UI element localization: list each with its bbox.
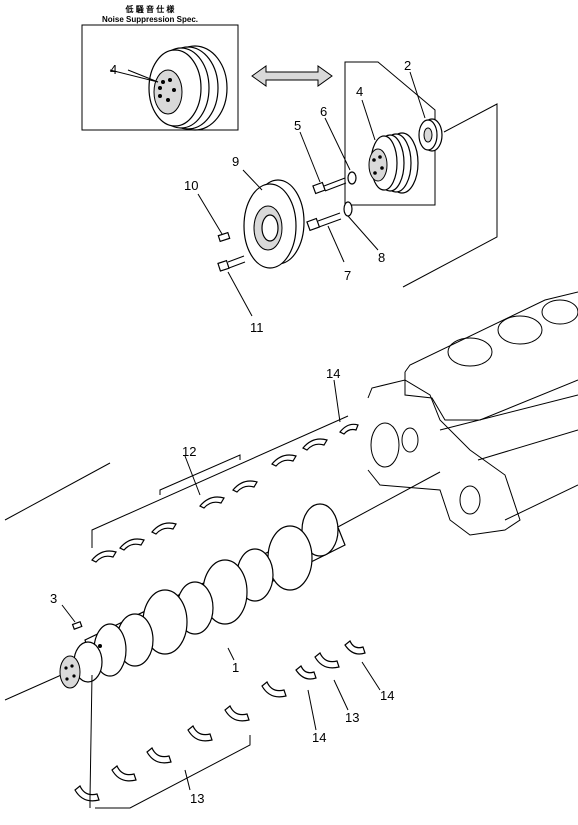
header-title: Noise Suppression Spec. <box>102 15 198 24</box>
callout-11: 11 <box>250 320 264 335</box>
leader-6 <box>324 117 351 171</box>
leader-8 <box>347 215 379 251</box>
callout-6: 6 <box>320 104 327 119</box>
engine-block <box>367 291 578 536</box>
leader-14c <box>307 689 317 731</box>
damper-noise-spec <box>148 45 228 131</box>
pulley-9 <box>243 179 305 269</box>
callout-3: 3 <box>50 591 57 606</box>
callout-7: 7 <box>344 268 351 283</box>
callout-4b: 4 <box>356 84 363 99</box>
pin-10 <box>217 231 231 243</box>
leader-9 <box>242 169 263 191</box>
leader-14a <box>333 379 341 423</box>
leader-14b <box>361 661 381 691</box>
upper-bearing-shells <box>91 423 359 563</box>
leader-13b <box>184 769 191 791</box>
header-kanji: 低 騒 音 仕 様 <box>125 4 176 14</box>
callout-14a: 14 <box>326 366 340 381</box>
noise-spec-box <box>81 24 239 131</box>
damper-assembly-box <box>344 61 436 206</box>
leader-4b <box>361 99 376 141</box>
bolt-5 <box>312 177 347 195</box>
callout-13a: 13 <box>345 710 359 725</box>
washer-8 <box>343 201 353 217</box>
leader-2 <box>409 71 426 119</box>
crank-gear <box>418 118 443 152</box>
double-arrow-icon <box>251 65 333 87</box>
callout-13b: 13 <box>190 791 204 806</box>
callout-5: 5 <box>294 118 301 133</box>
callout-9: 9 <box>232 154 239 169</box>
callout-8: 8 <box>378 250 385 265</box>
damper-standard <box>368 132 419 194</box>
leader-3 <box>61 604 76 623</box>
callout-4a: 4 <box>110 62 117 77</box>
leader-12 <box>184 455 201 496</box>
leader-4a <box>109 69 159 83</box>
callout-14b: 14 <box>380 688 394 703</box>
leader-13a <box>333 679 349 711</box>
leader-7 <box>327 225 345 263</box>
callout-2: 2 <box>404 58 411 73</box>
crankshaft <box>59 503 346 689</box>
leader-11 <box>227 271 253 317</box>
bolt-11 <box>217 255 246 272</box>
leader-1 <box>227 647 235 661</box>
callout-1: 1 <box>232 660 239 675</box>
callout-12: 12 <box>182 444 196 459</box>
bolt-7 <box>306 212 342 232</box>
leader-5 <box>299 131 321 183</box>
lower-bearing-shells <box>74 640 366 802</box>
callout-10: 10 <box>184 178 198 193</box>
callout-14c: 14 <box>312 730 326 745</box>
key-3 <box>71 620 83 630</box>
washer-6 <box>347 171 357 185</box>
leader-10 <box>197 193 223 235</box>
